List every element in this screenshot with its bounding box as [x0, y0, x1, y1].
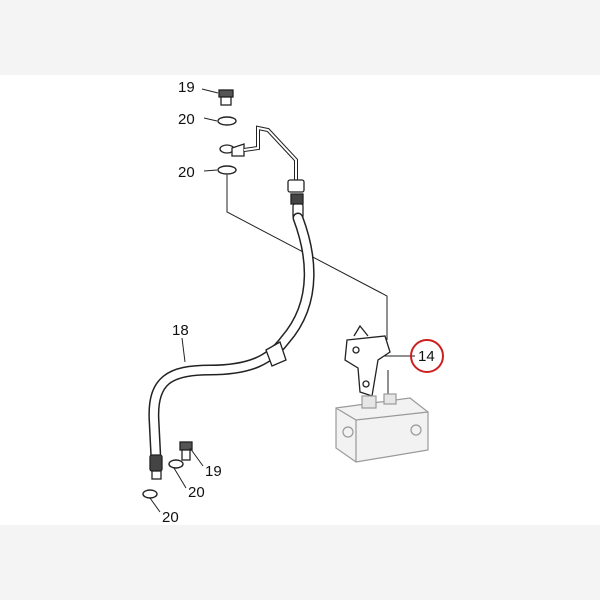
metal-pipe	[243, 125, 298, 182]
lower-hose-fitting	[149, 454, 163, 480]
bolt-bottom	[179, 441, 193, 461]
label-hose: 18	[172, 322, 189, 339]
label-leaders	[149, 88, 415, 513]
diagram-canvas	[0, 75, 600, 525]
label-washer-bottom-upper: 20	[188, 484, 205, 501]
washer-top-lower	[217, 165, 237, 175]
label-bolt-top: 19	[178, 79, 195, 96]
abs-unit	[335, 393, 429, 463]
washer-top-upper	[217, 116, 237, 126]
upper-hose-fitting	[287, 179, 305, 219]
highlight-circle	[410, 339, 444, 373]
label-washer-top-lower: 20	[178, 164, 195, 181]
label-washer-top-upper: 20	[178, 111, 195, 128]
hose-clip	[265, 341, 287, 367]
label-washer-bottom-lower: 20	[162, 509, 179, 526]
washer-bottom-lower	[142, 489, 158, 499]
banjo-fitting	[219, 143, 245, 157]
label-bolt-bottom: 19	[205, 463, 222, 480]
label-bracket: 14	[418, 348, 435, 365]
bolt-top	[218, 89, 234, 106]
bracket-part	[344, 324, 391, 397]
washer-bottom-upper	[168, 459, 184, 469]
